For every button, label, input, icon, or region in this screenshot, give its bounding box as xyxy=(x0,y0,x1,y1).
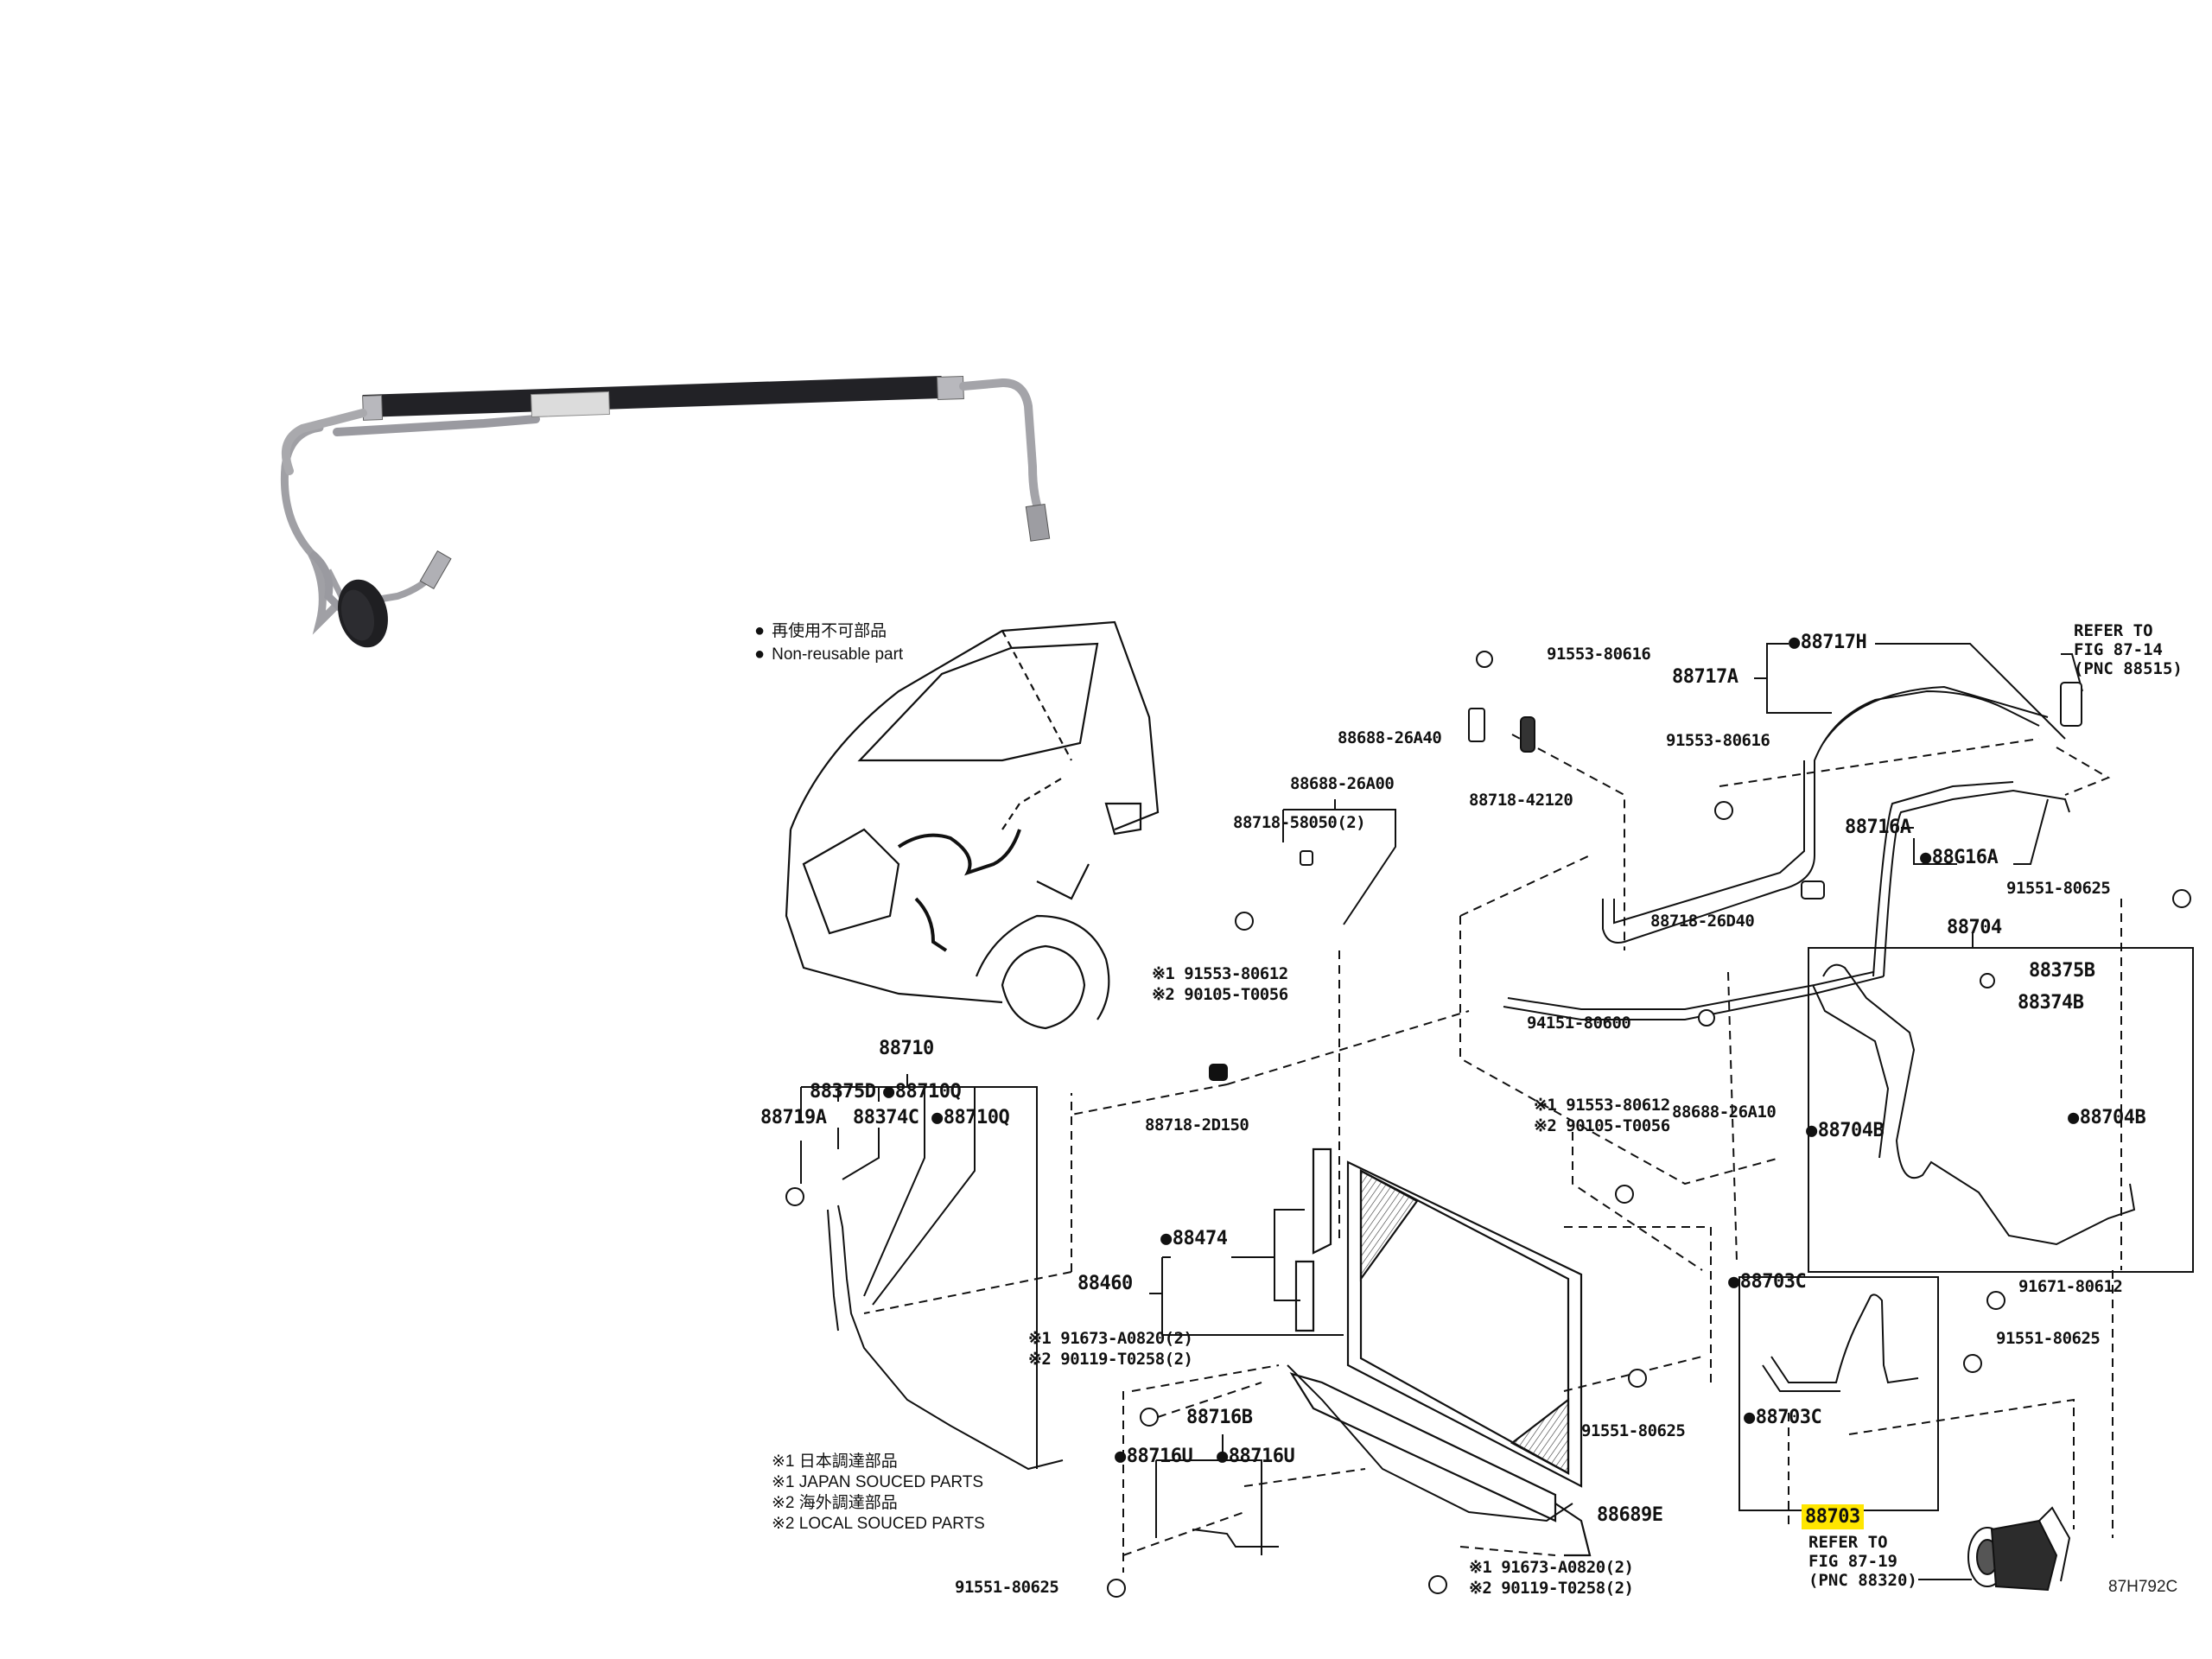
diagram-code: 87H792C xyxy=(2108,1578,2178,1596)
receiver-icon xyxy=(2060,682,2082,727)
part-label[interactable]: 91553-80616 xyxy=(1547,645,1651,664)
bolt-icon xyxy=(1107,1579,1126,1598)
part-label[interactable]: ※2 90105-T0056 xyxy=(1152,985,1288,1004)
part-label[interactable]: 88704B xyxy=(1806,1120,1885,1141)
legend-jp: 再使用不可部品 xyxy=(772,622,887,640)
part-label[interactable]: 88460 xyxy=(1077,1273,1133,1294)
footnote-1-jp: ※1 日本調達部品 xyxy=(772,1452,898,1471)
vehicle-illustration xyxy=(785,620,1160,1030)
bolt-icon xyxy=(1628,1369,1647,1388)
part-label[interactable]: 88718-26D40 xyxy=(1650,912,1755,931)
part-number: 88716U xyxy=(1228,1446,1295,1467)
sensor-icon xyxy=(1520,716,1535,753)
part-label[interactable]: ※1 91553-80612 xyxy=(1152,964,1288,983)
part-label[interactable]: ※1 91673-A0820(2) xyxy=(1469,1558,1634,1577)
bolt-icon xyxy=(1986,1291,2005,1310)
grommet-icon xyxy=(1698,1009,1715,1027)
part-label[interactable]: 88688-26A10 xyxy=(1672,1103,1777,1122)
part-label[interactable]: 88703C xyxy=(1728,1271,1807,1293)
part-label[interactable]: 88717H xyxy=(1789,632,1867,653)
part-label[interactable]: 88710 xyxy=(879,1038,934,1059)
part-number: 88703C xyxy=(1739,1271,1807,1293)
part-label[interactable]: 88704 xyxy=(1947,917,2002,938)
part-label[interactable]: 88375B xyxy=(2029,960,2095,982)
part-number: 88710Q xyxy=(894,1081,962,1103)
part-label[interactable]: 91671-80612 xyxy=(2018,1277,2123,1296)
part-label-highlighted[interactable]: 88703 xyxy=(1802,1504,1864,1529)
part-label[interactable]: 88719A xyxy=(760,1107,827,1128)
part-label[interactable]: 91551-80625 xyxy=(1581,1421,1686,1440)
part-label[interactable]: ※2 90119-T0258(2) xyxy=(1028,1350,1193,1369)
part-number: 88704B xyxy=(1817,1120,1885,1141)
part-number: 88716U xyxy=(1126,1446,1193,1467)
bolt-icon xyxy=(1476,651,1493,668)
footnote-2-jp: ※2 海外調達部品 xyxy=(772,1494,898,1513)
part-label[interactable]: 88688-26A00 xyxy=(1290,774,1395,793)
bolt-icon xyxy=(1235,912,1254,931)
dashed-assembly-lines xyxy=(863,734,2122,1573)
part-label[interactable]: 91551-80625 xyxy=(1996,1329,2101,1348)
bracket-icon xyxy=(1468,708,1485,742)
refer-note-compressor[interactable]: REFER TO FIG 87-19 (PNC 88320) xyxy=(1808,1533,1917,1590)
clamp-icon xyxy=(1801,880,1825,899)
pipes-illustration xyxy=(827,685,2136,1548)
bolt-icon xyxy=(1714,801,1733,820)
part-label[interactable]: 88716A xyxy=(1845,817,1911,838)
product-photo-ac-hose xyxy=(280,375,1051,648)
bolt-icon xyxy=(2172,889,2191,908)
bolt-icon xyxy=(785,1187,804,1206)
part-label[interactable]: 88375D xyxy=(810,1081,876,1103)
part-label[interactable]: ※1 91673-A0820(2) xyxy=(1028,1329,1193,1348)
highlighted-part-number: 88703 xyxy=(1802,1504,1864,1529)
part-label[interactable]: ※2 90119-T0258(2) xyxy=(1469,1579,1634,1598)
part-number: 88704B xyxy=(2079,1107,2146,1128)
bolt-icon xyxy=(1428,1575,1447,1594)
part-label[interactable]: 88704B xyxy=(2068,1107,2146,1128)
part-label[interactable]: 88703C xyxy=(1744,1407,1822,1428)
part-label[interactable]: 88374B xyxy=(2018,992,2084,1014)
o-ring-icon xyxy=(1980,973,1995,988)
non-reusable-bullet-icon: ● xyxy=(754,644,766,664)
bolt-icon xyxy=(1615,1185,1634,1204)
fasteners xyxy=(785,651,2191,1598)
part-label[interactable]: 88689E xyxy=(1597,1504,1663,1526)
part-label[interactable]: 94151-80600 xyxy=(1527,1014,1631,1033)
part-label[interactable]: 88688-26A40 xyxy=(1338,728,1442,747)
part-label[interactable]: 88717A xyxy=(1672,666,1738,688)
part-label[interactable]: ※1 91553-80612 xyxy=(1534,1096,1670,1115)
part-label[interactable]: 88474 xyxy=(1160,1228,1228,1249)
refer-note-receiver[interactable]: REFER TO FIG 87-14 (PNC 88515) xyxy=(2074,621,2183,678)
footnote-1-en: ※1 JAPAN SOUCED PARTS xyxy=(772,1473,984,1492)
bolt-icon xyxy=(1140,1408,1159,1427)
clip-icon xyxy=(1300,850,1313,866)
footnote-2-en: ※2 LOCAL SOUCED PARTS xyxy=(772,1515,985,1534)
legend: ● 再使用不可部品 ● Non-reusable part xyxy=(754,620,903,665)
part-number: 88474 xyxy=(1172,1228,1228,1249)
condenser-illustration xyxy=(1289,1147,1592,1557)
part-label[interactable]: 88710Q xyxy=(883,1081,962,1103)
part-label[interactable]: 88716B xyxy=(1186,1407,1253,1428)
non-reusable-bullet-icon: ● xyxy=(754,621,766,640)
part-label[interactable]: 88718-2D150 xyxy=(1145,1116,1249,1135)
part-label[interactable]: 91553-80616 xyxy=(1666,731,1770,750)
footnotes: ※1 日本調達部品 ※1 JAPAN SOUCED PARTS ※2 海外調達部… xyxy=(772,1452,985,1535)
part-label[interactable]: 88710Q xyxy=(931,1107,1010,1128)
compressor-illustration xyxy=(1967,1506,2071,1592)
part-label[interactable]: 91551-80625 xyxy=(955,1578,1059,1597)
part-label[interactable]: 88718-42120 xyxy=(1469,791,1573,810)
part-label[interactable]: 88716U xyxy=(1115,1446,1193,1467)
part-number: 88717H xyxy=(1800,632,1867,653)
clip-icon xyxy=(1209,1064,1228,1081)
part-label[interactable]: 88G16A xyxy=(1920,847,1999,868)
part-label[interactable]: 88718-58050(2) xyxy=(1233,813,1366,832)
part-label[interactable]: 88374C xyxy=(853,1107,919,1128)
part-number: 88G16A xyxy=(1931,847,1999,868)
part-number: 88703C xyxy=(1755,1407,1822,1428)
bolt-icon xyxy=(1963,1354,1982,1373)
part-label[interactable]: ※2 90105-T0056 xyxy=(1534,1116,1670,1135)
part-number: 88710Q xyxy=(943,1107,1010,1128)
part-label[interactable]: 88716U xyxy=(1217,1446,1295,1467)
legend-en: Non-reusable part xyxy=(772,645,904,664)
part-label[interactable]: 91551-80625 xyxy=(2006,879,2111,898)
